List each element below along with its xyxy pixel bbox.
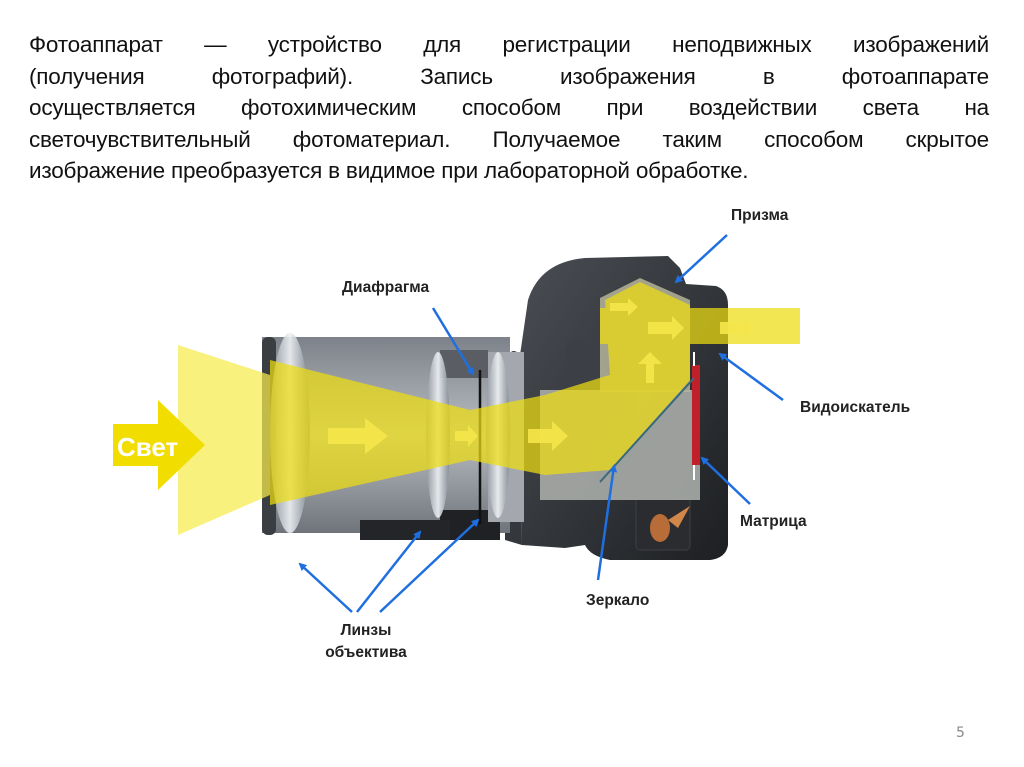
intro-line: (получения фотографий). Запись изображен… bbox=[29, 63, 989, 89]
label-viewfinder: Видоискатель bbox=[800, 399, 911, 416]
page-number: 5 bbox=[956, 725, 965, 741]
bird-decal-icon bbox=[650, 506, 690, 542]
lens-pointer-rear bbox=[379, 518, 480, 613]
lens-pointer-front bbox=[298, 562, 353, 613]
label-lenses-line2: объектива bbox=[325, 644, 407, 661]
diaphragm-pointer bbox=[431, 307, 475, 376]
prism-pointer bbox=[674, 234, 728, 284]
intro-line: изображение преобразуется в видимое при … bbox=[29, 158, 749, 183]
label-lenses-line1: Линзы bbox=[340, 622, 392, 639]
light-arrow-label: Свет bbox=[117, 432, 179, 462]
sensor-strip bbox=[692, 365, 700, 465]
intro-paragraph: Фотоаппарат — устройство для регистрации… bbox=[29, 29, 989, 187]
label-matrix: Матрица bbox=[740, 513, 807, 530]
label-lenses: Линзы объектива bbox=[312, 620, 420, 664]
label-diaphragm: Диафрагма bbox=[342, 279, 430, 296]
label-mirror: Зеркало bbox=[586, 592, 650, 609]
beam-arrows bbox=[328, 298, 754, 454]
pointer-lines bbox=[298, 234, 784, 613]
intro-line: осуществляется фотохимическим способом п… bbox=[29, 95, 989, 120]
label-prism: Призма bbox=[731, 207, 789, 224]
lens-pointer-middle bbox=[356, 530, 422, 613]
intro-line: Фотоаппарат — устройство для регистрации… bbox=[29, 32, 989, 57]
mirror-pointer bbox=[596, 464, 618, 581]
viewfinder-pointer bbox=[718, 352, 784, 402]
intro-line: светочувствительный фотоматериал. Получа… bbox=[29, 126, 989, 152]
matrix-pointer bbox=[700, 456, 751, 505]
light-arrow: Свет bbox=[113, 400, 205, 490]
